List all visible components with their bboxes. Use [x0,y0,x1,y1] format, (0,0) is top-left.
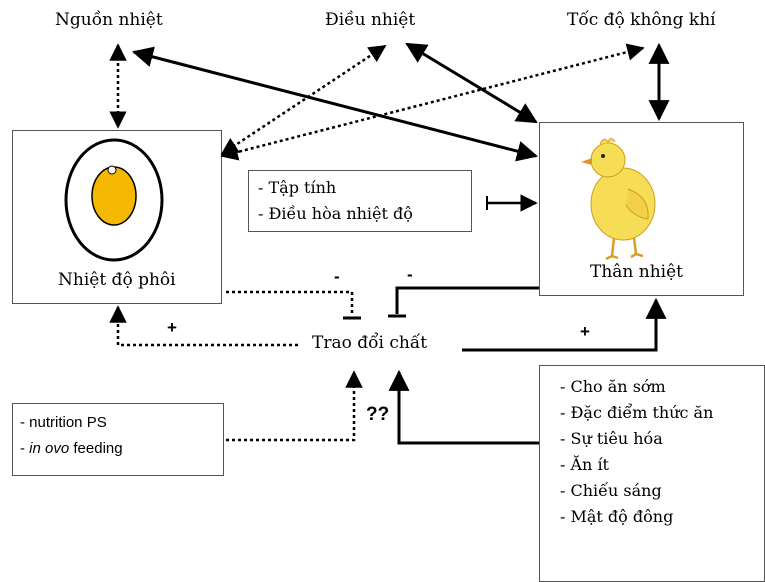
nutrition-item-ps: - nutrition PS [20,414,107,431]
node-thermoregulation: Điều nhiệt [325,10,416,30]
link-embryo-inhibit-metabolism [226,290,354,316]
factor-item: - Cho ăn sớm [560,377,666,396]
sign-minus-right: - [407,265,413,284]
factor-item: - Đặc điểm thức ăn [560,403,714,422]
factor-item: - Chiếu sáng [560,481,662,500]
factor-item: - Mật độ đông [560,507,674,526]
sign-unknown: ?? [366,404,390,425]
link-thermo-chick [405,42,538,124]
behavior-box [248,170,472,232]
behavior-item: - Điều hòa nhiệt độ [258,204,413,223]
link-factors-metabolism [388,369,539,445]
nutrition-box [12,403,224,476]
in-ovo-prefix: - [20,440,30,457]
link-nutrition-metabolism [226,370,363,442]
chick-illustration [581,138,656,261]
nutrition-item-in-ovo: - in ovo feeding [20,436,123,462]
factors-list: - Cho ăn sớm - Đặc điểm thức ăn - Sự tiê… [560,374,713,530]
sign-plus-right: + [580,322,590,341]
node-metabolism: Trao đổi chất [312,333,428,353]
sign-minus-left: - [334,267,340,286]
behavior-item: - Tập tính [258,178,337,197]
in-ovo-suffix: feeding [69,440,123,457]
node-body-temp: Thân nhiệt [590,262,684,282]
behavior-list: - Tập tính - Điều hòa nhiệt độ [258,175,413,227]
egg-germ-spot [107,165,117,175]
egg-yolk [91,166,137,226]
link-heat-chick [131,46,539,162]
link-metabolism-embryo [109,305,298,347]
factor-item: - Sự tiêu hóa [560,429,663,448]
nutrition-list: - nutrition PS - in ovo feeding [20,410,123,462]
link-body-inhibit-metabolism [395,286,539,314]
factors-box [539,365,765,582]
sign-plus-left: + [167,318,177,337]
link-metabolism-body [462,297,667,352]
node-heat-source: Nguồn nhiệt [55,10,163,30]
factor-item: - Ăn ít [560,455,609,474]
node-embryo-temp: Nhiệt độ phôi [58,270,176,290]
link-thermo-embryo [220,44,387,156]
node-air-speed: Tốc độ không khí [567,10,716,30]
link-air-embryo [220,43,645,161]
in-ovo-italic: in ovo [29,440,70,457]
